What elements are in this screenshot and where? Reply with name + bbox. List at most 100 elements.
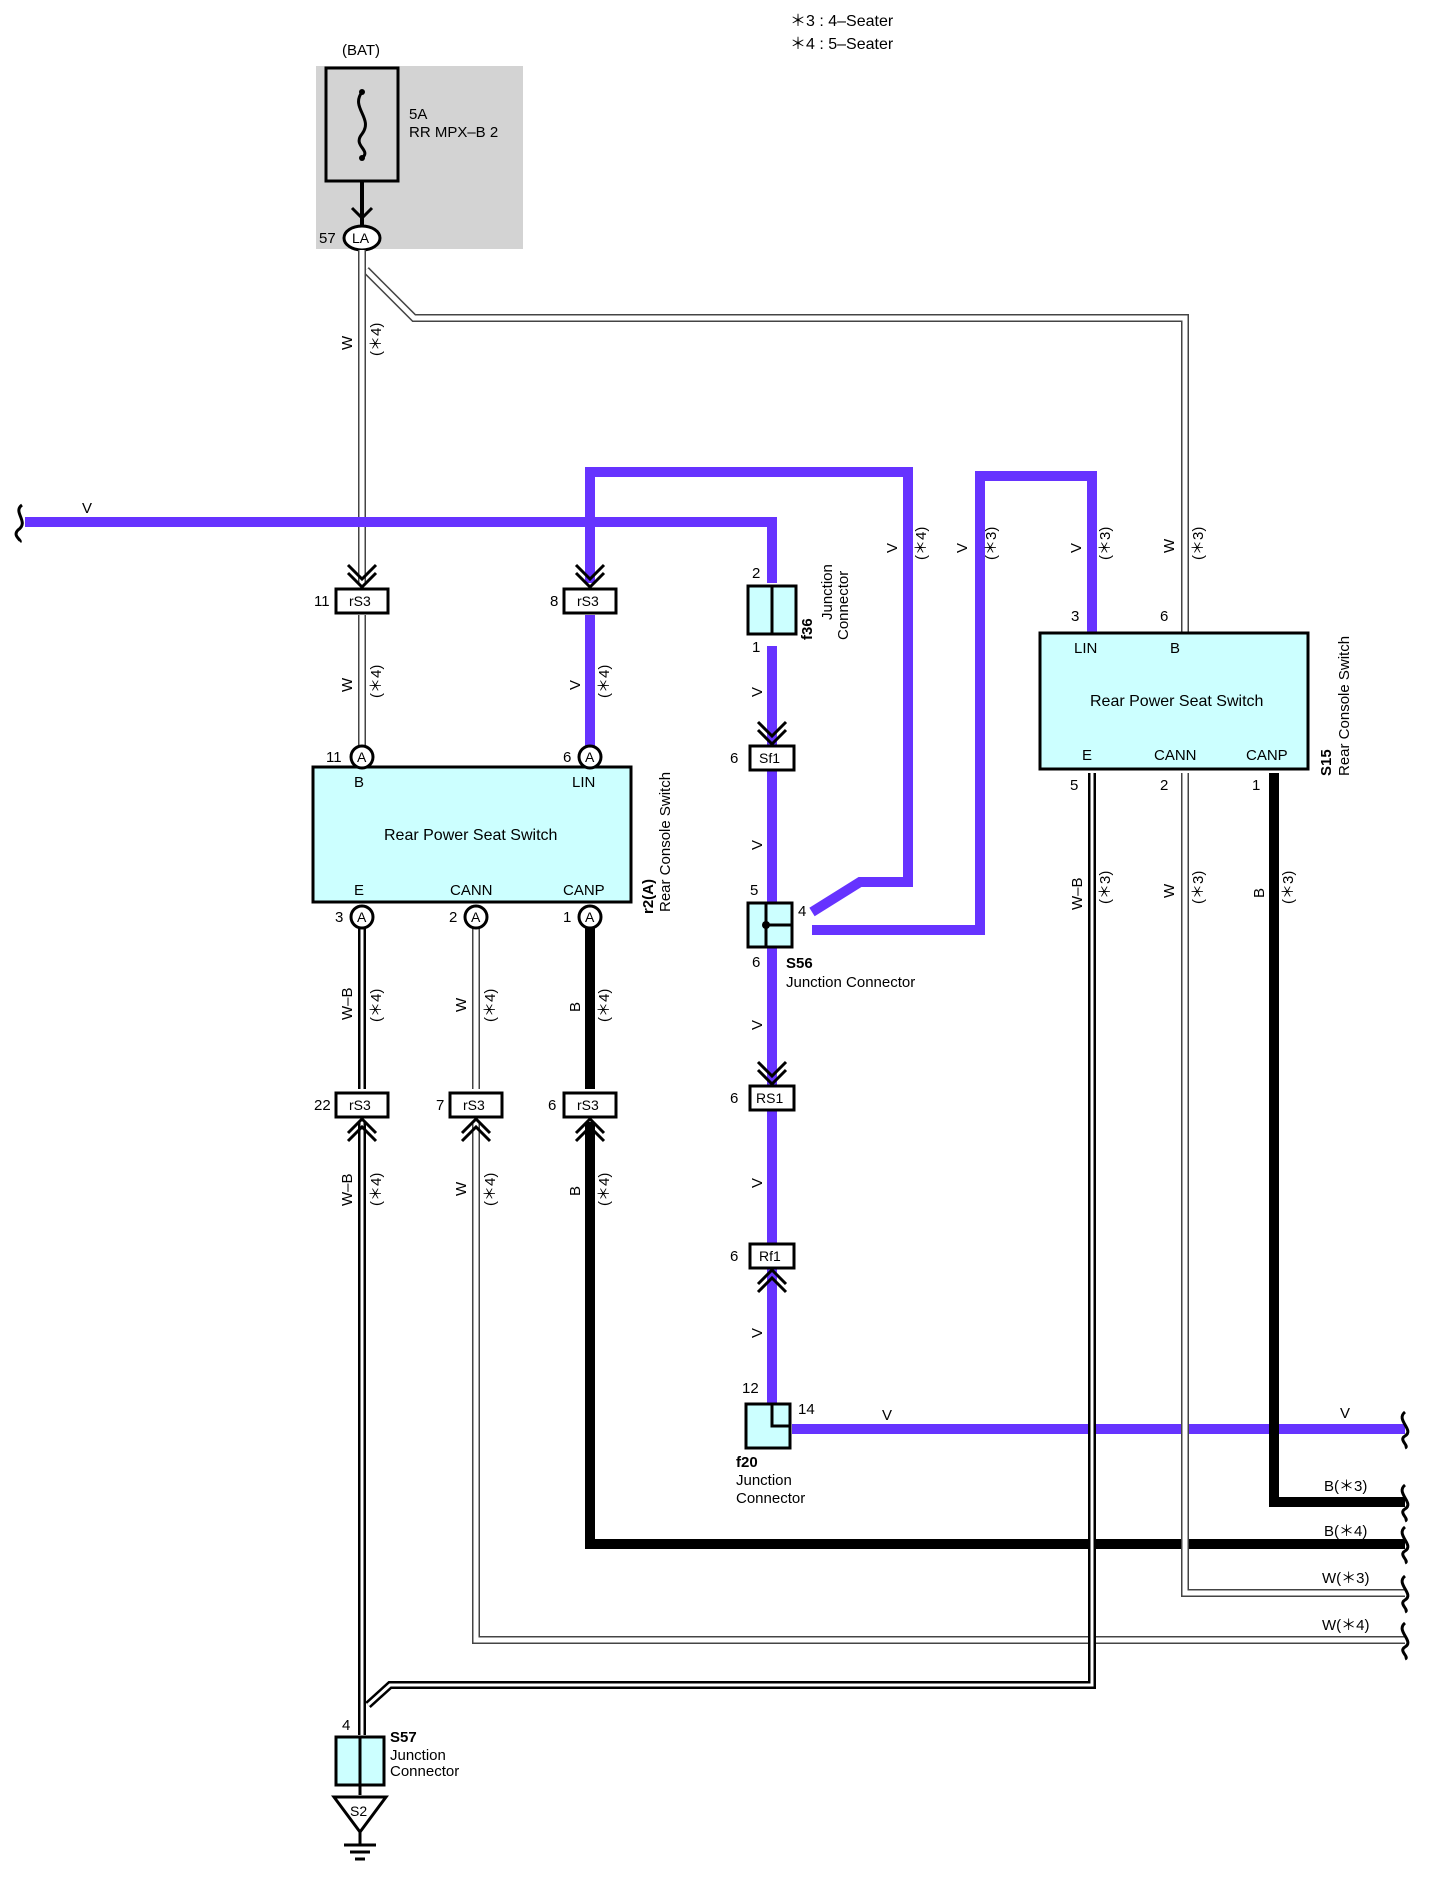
pin-label: 1 — [1252, 777, 1260, 794]
label-v-lin: V — [567, 680, 584, 690]
pin-label: 11 — [326, 749, 342, 766]
pin-label: 6 — [730, 1248, 738, 1265]
connector-rs3-7: rS3 7 — [436, 1091, 504, 1143]
label-v-sf1: V — [749, 840, 766, 850]
label-s3-top3: (＊3) — [1097, 527, 1114, 560]
connector-box — [748, 1242, 796, 1270]
terminal-a1: A 1 — [563, 904, 603, 930]
fuse-terminal-top — [359, 89, 365, 95]
switch-r2: Rear Power Seat Switch B LIN E CANN CANP… — [311, 765, 674, 914]
term-b: B — [1170, 640, 1180, 657]
pin-label: 6 — [730, 750, 738, 767]
fuse-pin-57: 57 — [319, 230, 336, 247]
label-s4-b: (＊4) — [368, 665, 385, 698]
terminal-ring — [349, 744, 375, 770]
junction-line1: Junction — [819, 564, 836, 620]
output-v: V — [1340, 1405, 1350, 1422]
junction-line2: Connector — [736, 1490, 805, 1507]
label-w-s15: W — [1161, 883, 1178, 898]
chevron-icon — [460, 1116, 492, 1143]
switch-title: Rear Power Seat Switch — [384, 827, 557, 844]
fuse-source-label: (BAT) — [342, 42, 380, 59]
term-cann: CANN — [450, 882, 493, 899]
label-v-s56: V — [749, 1020, 766, 1030]
pin-label: 3 — [1071, 608, 1079, 625]
fuse-arrow — [350, 206, 374, 221]
chevron-icon — [756, 720, 788, 747]
wire-labels: V W (＊4) V (＊4) V (＊3) V (＊3) W (＊3) W (… — [82, 323, 1297, 1424]
switch-title: Rear Power Seat Switch — [1090, 693, 1263, 710]
break-b4 — [1400, 1525, 1410, 1565]
label-s3-s15-cann: (＊3) — [1190, 871, 1207, 904]
term-e: E — [1082, 747, 1092, 764]
label-s4-lin: (＊4) — [596, 665, 613, 698]
ground-triangle-icon — [331, 1795, 389, 1835]
switch-id: r2(A) — [640, 879, 657, 914]
junction-s56: 5 4 6 S56 Junction Connector — [746, 882, 915, 991]
switch-body — [1038, 631, 1310, 771]
output-w4: W(＊4) — [1322, 1617, 1370, 1634]
pin-label: 4 — [342, 1717, 350, 1734]
terminal-letter: A — [585, 909, 595, 925]
wire-v-s56-to-s15 — [812, 471, 1097, 935]
fuse-background — [316, 66, 523, 249]
pin-label: 14 — [798, 1401, 815, 1418]
terminal-letter: A — [471, 909, 481, 925]
connector-box — [748, 1084, 796, 1112]
connector-label: rS3 — [577, 593, 599, 609]
connector-rs3-22: rS3 22 — [314, 1091, 390, 1143]
fuse-block: (BAT) 5A RR MPX–B 2 57 LA — [316, 42, 523, 252]
label-v-top3: V — [1068, 543, 1085, 553]
label-s4-e: (＊4) — [368, 989, 385, 1022]
chevron-icon — [756, 1267, 788, 1294]
label-s3-s15-canp: (＊3) — [1280, 871, 1297, 904]
junction-line1: Junction — [390, 1747, 446, 1764]
label-w-lower: W — [453, 1181, 470, 1196]
pin-label: 6 — [730, 1090, 738, 1107]
note-5-seater: ＊4 : 5–Seater — [790, 36, 894, 53]
label-s4-fuse: (＊4) — [368, 323, 385, 356]
pin-label: 6 — [548, 1097, 556, 1114]
connector-label: rS3 — [349, 1097, 371, 1113]
pin-label: 11 — [314, 593, 330, 610]
pin-label: 4 — [798, 903, 806, 920]
terminal-ring — [349, 904, 375, 930]
pin-label: 3 — [335, 909, 343, 926]
label-s4-lower1: (＊4) — [368, 1173, 385, 1206]
junction-line — [770, 1404, 790, 1428]
connector-label: rS3 — [463, 1097, 485, 1113]
term-canp: CANP — [563, 882, 605, 899]
break-w4 — [1400, 1621, 1410, 1661]
wire-b-canp-left-out — [585, 1122, 1405, 1549]
terminal-letter: A — [357, 749, 367, 765]
pin-label: 1 — [563, 909, 571, 926]
junction-f36: 2 1 f36 Junction Connector — [746, 564, 852, 656]
connector-label: Sf1 — [759, 750, 780, 766]
connector-label: rS3 — [577, 1097, 599, 1113]
label-wb-s15: W–B — [1069, 877, 1086, 910]
label-v-top1: V — [884, 543, 901, 553]
label-s3-top2: (＊3) — [983, 527, 1000, 560]
label-v-f36: V — [749, 687, 766, 697]
chevron-icon — [574, 1116, 606, 1143]
junction-f20: 12 14 f20 Junction Connector — [736, 1380, 815, 1507]
note-4-seater: ＊3 : 4–Seater — [790, 13, 894, 30]
pin-label: 7 — [436, 1097, 444, 1114]
term-lin: LIN — [1074, 640, 1097, 657]
fuse-connector-label: LA — [352, 230, 370, 246]
wire-v-s56-to-rs3 — [585, 467, 913, 917]
terminal-letter: A — [585, 749, 595, 765]
label-w-top4: W — [1161, 538, 1178, 553]
connector-label: rS3 — [349, 593, 371, 609]
junction-line1: Junction — [736, 1472, 792, 1489]
wire-w-cann-left-out-core — [473, 1122, 1405, 1643]
label-s4-lower2: (＊4) — [482, 1173, 499, 1206]
pin-label: 6 — [563, 749, 571, 766]
label-w-b: W — [339, 677, 356, 692]
wire-wb-s15-to-s57-core — [366, 773, 1094, 1707]
label-b-s15: B — [1251, 888, 1268, 898]
pin-label: 2 — [752, 565, 760, 582]
break-b3 — [1400, 1483, 1410, 1523]
chevron-icon — [346, 563, 378, 590]
label-w-cann: W — [453, 997, 470, 1012]
